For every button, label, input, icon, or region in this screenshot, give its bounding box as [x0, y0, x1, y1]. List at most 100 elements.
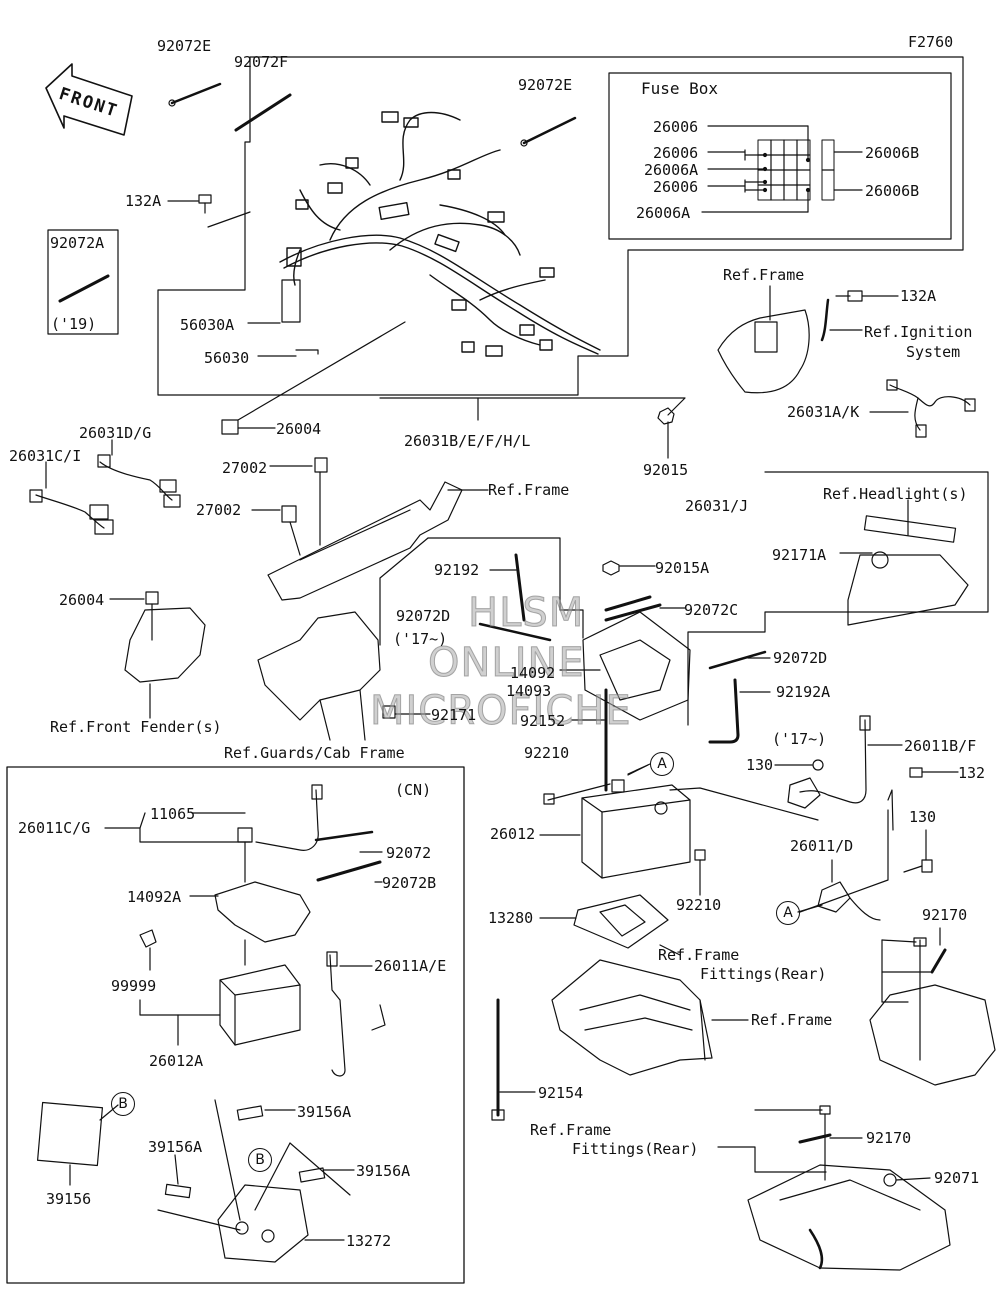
ref-label[interactable]: Ref.Frame	[723, 266, 805, 284]
part-label[interactable]: 26012	[490, 825, 536, 843]
part-label[interactable]: 14092	[510, 664, 556, 682]
part-label[interactable]: 92192A	[776, 683, 831, 701]
part-label[interactable]: 92192	[434, 561, 480, 579]
part-label[interactable]: 26011B/F	[904, 737, 977, 755]
ref-label[interactable]: Ref.Frame	[658, 946, 740, 964]
part-label[interactable]: 92171A	[772, 546, 827, 564]
battery-cables-right	[775, 716, 958, 920]
main-wire-harness	[280, 112, 600, 356]
part-label[interactable]: 27002	[222, 459, 268, 477]
part-label[interactable]: 92071	[934, 1169, 980, 1187]
part-label[interactable]: 26006B	[865, 182, 920, 200]
part-label[interactable]: 26006A	[636, 204, 691, 222]
headlight-bracket-group	[688, 472, 988, 742]
part-label[interactable]: 132A	[900, 287, 937, 305]
part-label[interactable]: 26006A	[644, 161, 699, 179]
part-label[interactable]: 92072C	[684, 601, 739, 619]
callout-b-box: B	[248, 1148, 272, 1172]
part-label[interactable]: 56030A	[180, 316, 235, 334]
part-label[interactable]: 132	[958, 764, 986, 782]
part-label[interactable]: 26031D/G	[79, 424, 152, 442]
part-label[interactable]: 26012A	[149, 1052, 204, 1070]
part-label[interactable]: 26031C/I	[9, 447, 82, 465]
part-label[interactable]: 92072D	[773, 649, 828, 667]
ref-label[interactable]: Ref.Ignition	[864, 323, 973, 341]
part-label[interactable]: 26031A/K	[787, 403, 860, 421]
harness-26031CI	[30, 462, 113, 534]
part-label[interactable]: ('19)	[51, 315, 97, 333]
part-label[interactable]: 39156A	[356, 1162, 411, 1180]
part-label[interactable]: ('17~)	[393, 630, 448, 648]
part-label[interactable]: 26006B	[865, 144, 920, 162]
ref-label[interactable]: Ref.Headlight(s)	[823, 485, 968, 503]
watermark-line2: ONLINE	[428, 640, 585, 687]
ref-label[interactable]: Ref.Frame	[488, 481, 570, 499]
ref-label[interactable]: Ref.Frame	[751, 1011, 833, 1029]
part-label[interactable]: 92171	[431, 706, 477, 724]
part-label[interactable]: 92210	[676, 896, 722, 914]
ref-label[interactable]: Fittings(Rear)	[572, 1140, 699, 1158]
harness-26031AK	[870, 380, 975, 437]
part-label[interactable]: 92152	[520, 712, 566, 730]
part-label[interactable]: 92072F	[234, 53, 289, 71]
part-label[interactable]: 39156A	[148, 1138, 203, 1156]
fuse-box-title: Fuse Box	[641, 79, 719, 98]
part-label[interactable]: 26004	[59, 591, 105, 609]
cn-label: (CN)	[395, 781, 432, 799]
ref-label[interactable]: Ref.Front Fender(s)	[50, 718, 222, 736]
part-label[interactable]: 26011/D	[790, 837, 854, 855]
part-label[interactable]: ('17~)	[772, 730, 827, 748]
part-label[interactable]: 11065	[150, 805, 196, 823]
battery-26012	[540, 765, 818, 895]
part-label[interactable]: 92072E	[518, 76, 573, 94]
part-label[interactable]: 92072E	[157, 37, 212, 55]
part-label[interactable]: 92072A	[50, 234, 105, 252]
part-label[interactable]: 92072D	[396, 607, 451, 625]
part-label[interactable]: 92015A	[655, 559, 710, 577]
part-label[interactable]: 92210	[524, 744, 570, 762]
battery-tray-13280	[540, 895, 668, 948]
guard-panel	[258, 612, 430, 740]
ref-label[interactable]: Ref.Guards/Cab Frame	[224, 744, 405, 762]
part-label[interactable]: 26031/J	[685, 497, 749, 515]
part-label[interactable]: 26011A/E	[374, 957, 447, 975]
fuse-box-frame	[609, 73, 951, 239]
part-label[interactable]: 56030	[204, 349, 250, 367]
part-label[interactable]: 130	[909, 808, 937, 826]
part-label[interactable]: 92072B	[382, 874, 437, 892]
part-label[interactable]: 26006	[653, 144, 699, 162]
part-label[interactable]: 92072	[386, 844, 432, 862]
part-label[interactable]: 26006	[653, 178, 699, 196]
part-label[interactable]: 26011C/G	[18, 819, 91, 837]
part-label[interactable]: 26031B/E/F/H/L	[404, 432, 531, 450]
part-label[interactable]: 130	[746, 756, 774, 774]
front-arrow	[46, 64, 132, 135]
part-label[interactable]: 92170	[922, 906, 968, 924]
part-label[interactable]: 14092A	[127, 888, 182, 906]
part-label[interactable]: 39156A	[297, 1103, 352, 1121]
part-label[interactable]: 14093	[506, 682, 552, 700]
part-label[interactable]: 13272	[346, 1232, 392, 1250]
harness-group-outline	[158, 57, 963, 395]
ref-label[interactable]: Fittings(Rear)	[700, 965, 827, 983]
cn-parts	[38, 785, 385, 1262]
part-label[interactable]: 26004	[276, 420, 322, 438]
part-label[interactable]: 132A	[125, 192, 162, 210]
part-label[interactable]: 92154	[538, 1084, 584, 1102]
figure-code: F2760	[908, 33, 954, 51]
tie-straps-top	[48, 84, 575, 334]
part-label[interactable]: 26006	[653, 118, 699, 136]
frame-side-rail	[252, 458, 488, 600]
part-label[interactable]: 13280	[488, 909, 534, 927]
part-label[interactable]: 92170	[866, 1129, 912, 1147]
ref-label[interactable]: Ref.Frame	[530, 1121, 612, 1139]
front-fender-bracket	[110, 592, 205, 718]
ref-label[interactable]: System	[906, 343, 961, 361]
part-label[interactable]: 27002	[196, 501, 242, 519]
part-label[interactable]: 99999	[111, 977, 157, 995]
part-label[interactable]: 92015	[643, 461, 689, 479]
callout-a-battery: A	[650, 752, 674, 776]
watermark-line1: HLSM	[467, 590, 585, 637]
part-label[interactable]: 39156	[46, 1190, 92, 1208]
